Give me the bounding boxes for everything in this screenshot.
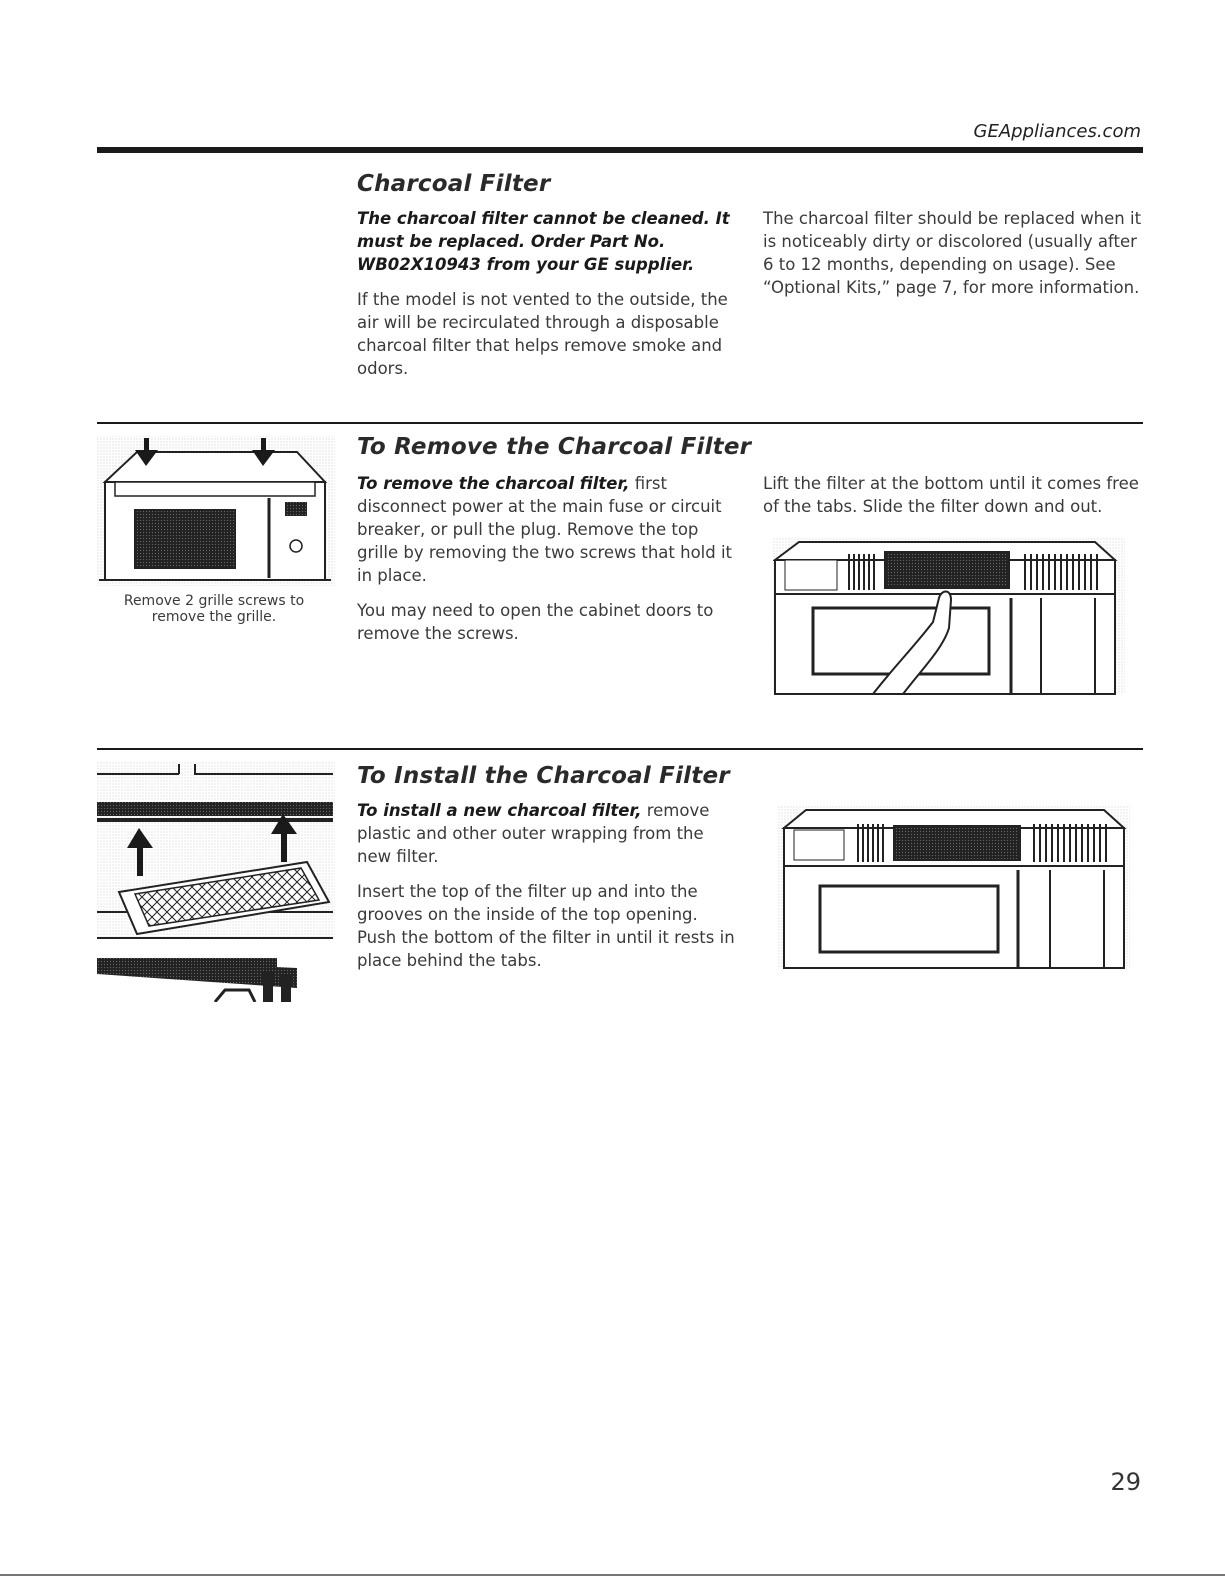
section-title-charcoal-filter: Charcoal Filter <box>357 171 551 197</box>
section3-left-column: To install a new charcoal filter, remove… <box>357 799 742 984</box>
header-rule <box>97 147 1143 153</box>
section-divider <box>97 422 1143 424</box>
section1-left-column: The charcoal filter cannot be cleaned. I… <box>357 207 742 392</box>
section2-p1: first disconnect power at the main fuse … <box>357 474 733 585</box>
install-filter-illustration <box>97 762 337 1002</box>
page-number: 29 <box>1110 1468 1141 1496</box>
section1-body: If the model is not vented to the outsid… <box>357 290 728 378</box>
section2-paragraph-1: To remove the charcoal filter, first dis… <box>357 472 742 587</box>
section-divider <box>97 748 1143 750</box>
section3-paragraph-1: To install a new charcoal filter, remove… <box>357 799 742 868</box>
section1-bold-notice: The charcoal filter cannot be cleaned. I… <box>357 209 730 274</box>
grille-caption: Remove 2 grille screws to remove the gri… <box>123 593 305 625</box>
section3-lead: To install a new charcoal filter, <box>357 801 642 820</box>
site-url: GEAppliances.com <box>973 121 1141 142</box>
section2-paragraph-2: You may need to open the cabinet doors t… <box>357 601 714 643</box>
section3-p1: remove plastic and other outer wrapping … <box>357 801 710 866</box>
section1-right-column: The charcoal filter should be replaced w… <box>763 207 1148 311</box>
remove-filter-illustration <box>773 538 1125 698</box>
grille-screws-illustration <box>97 432 337 592</box>
section2-lead: To remove the charcoal filter, <box>357 474 630 493</box>
section2-left-column: To remove the charcoal filter, first dis… <box>357 472 742 657</box>
section2-right-body: Lift the filter at the bottom until it c… <box>763 474 1139 516</box>
bottom-edge-line <box>0 1574 1225 1576</box>
section2-right-column: Lift the filter at the bottom until it c… <box>763 472 1148 530</box>
section3-paragraph-2: Insert the top of the filter up and into… <box>357 882 735 970</box>
section-title-remove-filter: To Remove the Charcoal Filter <box>357 434 752 460</box>
section-title-install-filter: To Install the Charcoal Filter <box>357 763 730 789</box>
installed-filter-illustration <box>778 806 1130 972</box>
section1-right-body: The charcoal filter should be replaced w… <box>763 209 1142 297</box>
